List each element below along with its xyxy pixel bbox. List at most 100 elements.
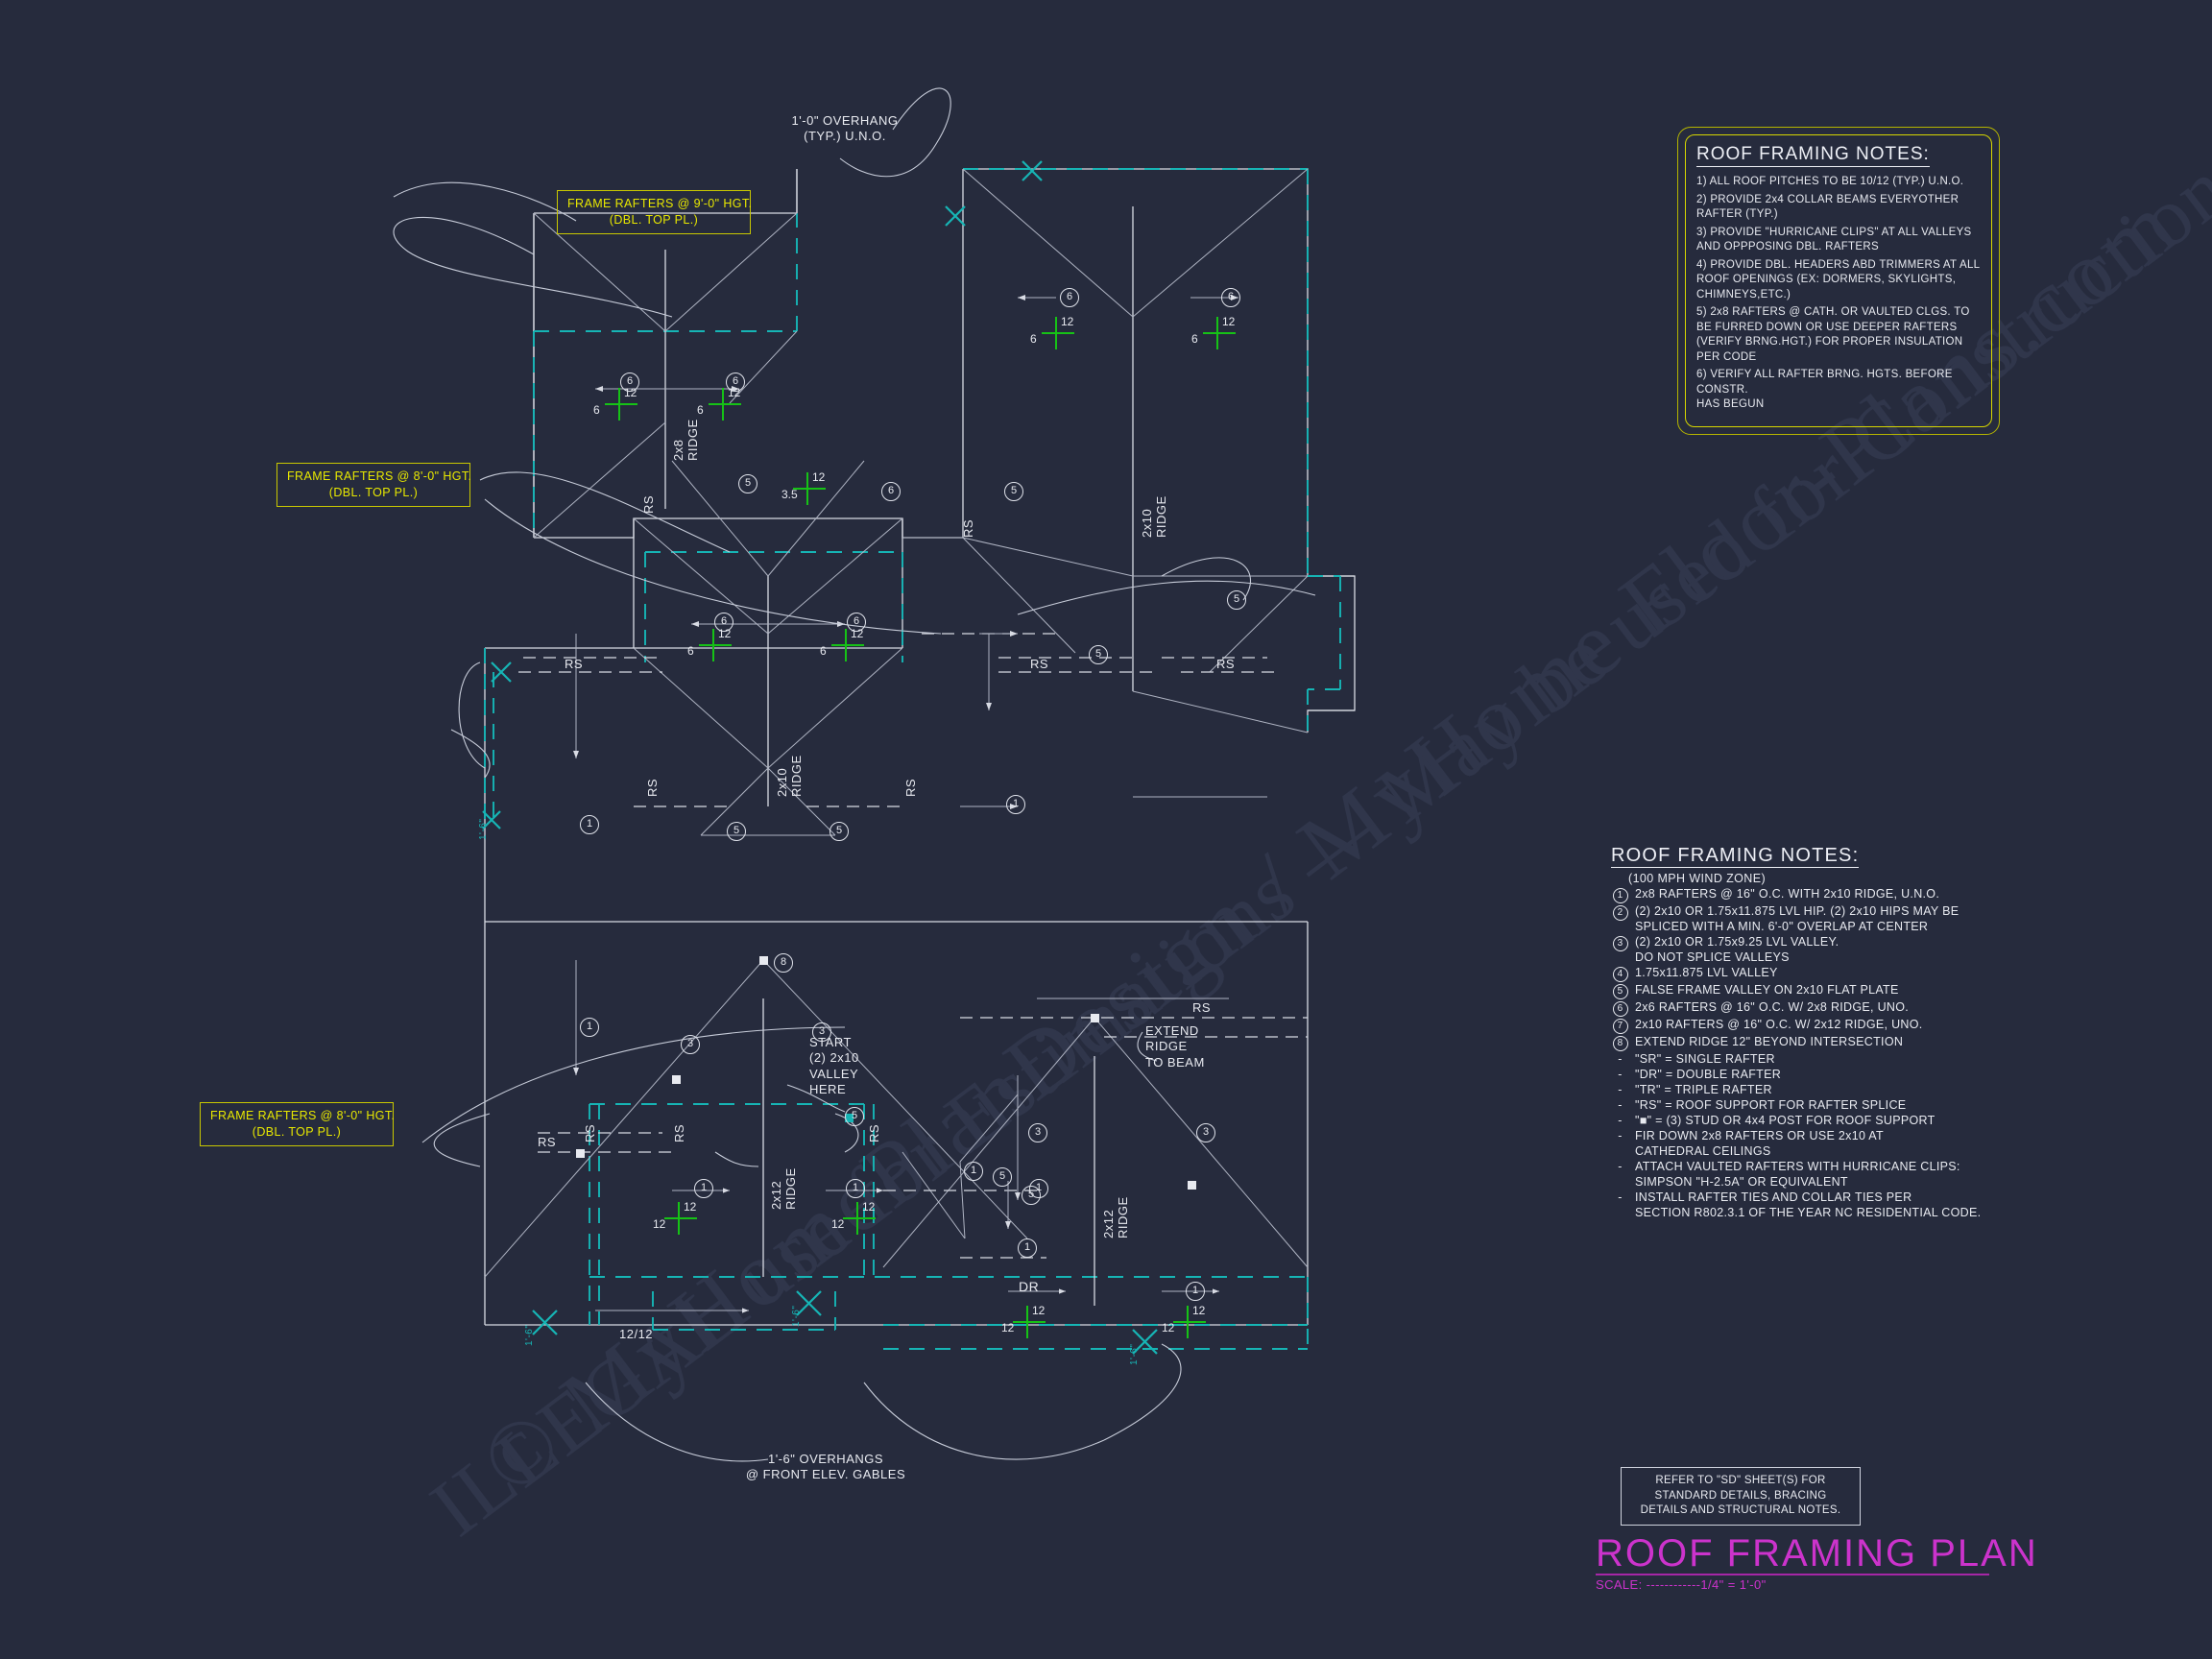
notes-list-subtitle: (100 MPH WIND ZONE) (1628, 872, 1767, 885)
pitch-run-value: 6 (820, 644, 827, 658)
dr-label: DR (1019, 1279, 1040, 1294)
note-circle: 6 (1612, 1001, 1628, 1017)
plan-keynote-marker: 5 (1089, 645, 1108, 664)
title-underline (1596, 1574, 1989, 1575)
note-text: 2x10 RAFTERS @ 16" O.C. W/ 2x12 RIDGE, U… (1635, 1018, 1923, 1031)
note-text: 2x6 RAFTERS @ 16" O.C. W/ 2x8 RIDGE, UNO… (1635, 1000, 1910, 1014)
plan-keynote-marker: 5 (993, 1167, 1012, 1187)
notes-list-dashed: -"SR" = SINGLE RAFTER-"DR" = DOUBLE RAFT… (1611, 1051, 2014, 1220)
note-text: (2) 2x10 OR 1.75x11.875 LVL HIP. (2) 2x1… (1635, 904, 1960, 933)
pitch-horizontal-bar (699, 644, 732, 646)
plan-keynote-marker: 3 (1196, 1123, 1215, 1142)
rafter-direction-arrows (573, 295, 1267, 1313)
hurricane-clip-ticks (482, 160, 1158, 1355)
notes-list-item: 8 EXTEND RIDGE 12" BEYOND INTERSECTION (1611, 1034, 2014, 1051)
plan-keynote-marker: 6 (881, 482, 901, 501)
roof-outline (484, 168, 1356, 1326)
rs-label-1: RS (565, 657, 584, 671)
plan-keynote-marker: 3 (681, 1035, 700, 1054)
note-number-badge: 1 (1611, 886, 1629, 903)
note-number-badge: 4 (1611, 965, 1629, 982)
plan-keynote-marker: 1 (1186, 1282, 1205, 1301)
plan-keynote-marker: 1 (1006, 795, 1025, 814)
pitch-12-12-label: 12/12 (619, 1327, 654, 1341)
notes-list-item: 3(2) 2x10 OR 1.75x9.25 LVL VALLEY. DO NO… (1611, 934, 2014, 965)
legend-dash: - (1618, 1052, 1623, 1066)
rs-label-2: RS (1030, 657, 1049, 671)
pitch-rise-value: 12 (812, 470, 826, 484)
notes-legend-item: -"■" = (3) STUD OR 4x4 POST FOR ROOF SUP… (1611, 1113, 2014, 1128)
legend-text: FIR DOWN 2x8 RAFTERS OR USE 2x10 AT CATH… (1635, 1129, 1884, 1158)
notes-panel-outer-frame (1677, 127, 2000, 435)
callout-frame-rafters-9ft[interactable]: FRAME RAFTERS @ 9'-0" HGT. (DBL. TOP PL.… (557, 190, 752, 234)
note-circle: 3 (1612, 936, 1628, 951)
note-number-badge: 5 (1611, 982, 1629, 999)
notes-legend-item: -"TR" = TRIPLE RAFTER (1611, 1082, 2014, 1097)
rs-label-11: RS (867, 1123, 881, 1142)
notes-list-item: 1 2x8 RAFTERS @ 16" O.C. WITH 2x10 RIDGE,… (1611, 886, 2014, 903)
notes-panel-item: 4) PROVIDE DBL. HEADERS ABD TRIMMERS AT … (1696, 258, 1981, 301)
pitch-run-value: 6 (1191, 332, 1198, 346)
pitch-run-value: 12 (831, 1217, 845, 1231)
note-circle: 8 (1612, 1036, 1628, 1051)
notes-list-numbered: 1 2x8 RAFTERS @ 16" O.C. WITH 2x10 RIDGE,… (1611, 886, 2014, 1051)
legend-dash: - (1618, 1098, 1623, 1112)
rs-label-9: RS (903, 778, 918, 797)
rs-label-8: RS (645, 778, 660, 797)
note-circle: 1 (1612, 888, 1628, 903)
note-number-badge: 7 (1611, 1017, 1629, 1034)
plan-keynote-marker: 8 (774, 953, 793, 973)
legend-dash: - (1618, 1160, 1623, 1173)
rs-label-7: RS (961, 518, 975, 538)
note-text: EXTEND RIDGE 12" BEYOND INTERSECTION (1635, 1035, 1904, 1048)
note-number-badge: 2 (1611, 903, 1629, 934)
start-valley-label: START (2) 2x10 VALLEY HERE (809, 1035, 859, 1096)
legend-dash: - (1618, 1129, 1623, 1142)
ridge-label-2x8: 2x8 RIDGE (671, 419, 700, 461)
plan-keynote-marker: 1 (580, 815, 599, 834)
notes-panel-title: ROOF FRAMING NOTES: (1696, 144, 1930, 167)
guide-dashed-lines (523, 633, 1308, 1259)
note-circle: 5 (1612, 984, 1628, 999)
overhang-tick-3: 1'-6" (1129, 1343, 1140, 1365)
plan-keynote-marker: 1 (694, 1179, 713, 1198)
plan-keynote-marker: 5 (830, 822, 849, 841)
notes-list-item: 6 2x6 RAFTERS @ 16" O.C. W/ 2x8 RIDGE, UN… (1611, 999, 2014, 1017)
plan-keynote-marker: 5 (845, 1107, 864, 1126)
pitch-run-value: 6 (687, 644, 694, 658)
pitch-rise-value: 12 (684, 1200, 697, 1214)
ridge-label-2x10-mid: 2x10 RIDGE (775, 755, 804, 797)
overhang-top-label: 1'-0" OVERHANG (TYP.) U.N.O. (791, 113, 899, 144)
rs-label-12: RS (583, 1123, 597, 1142)
rs-label-5: RS (1192, 1000, 1212, 1015)
plan-keynote-marker: 5 (727, 822, 746, 841)
legend-dash: - (1618, 1114, 1623, 1127)
note-text: 2x8 RAFTERS @ 16" O.C. WITH 2x10 RIDGE, … (1635, 887, 1940, 901)
plan-keynote-marker: 1 (1029, 1179, 1048, 1198)
ridge-lines (664, 206, 1134, 1306)
pitch-horizontal-bar (1203, 332, 1236, 334)
rs-label-10: RS (672, 1123, 686, 1142)
pitch-horizontal-bar (605, 403, 637, 405)
plan-keynote-marker: 1 (580, 1018, 599, 1037)
legend-text: ATTACH VAULTED RAFTERS WITH HURRICANE CL… (1635, 1160, 1960, 1189)
pitch-horizontal-bar (664, 1217, 697, 1219)
plan-keynote-marker: 6 (847, 613, 866, 632)
pitch-horizontal-bar (843, 1217, 876, 1219)
ridge-label-2x10-right: 2x10 RIDGE (1140, 495, 1168, 538)
callout-frame-rafters-8ft-b[interactable]: FRAME RAFTERS @ 8'-0" HGT. (DBL. TOP PL.… (200, 1102, 395, 1146)
notes-list-item: 4 1.75x11.875 LVL VALLEY (1611, 965, 2014, 982)
notes-legend-item: -"SR" = SINGLE RAFTER (1611, 1051, 2014, 1067)
pitch-run-value: 12 (653, 1217, 666, 1231)
roof-support-marks (518, 671, 1308, 1153)
legend-text: "DR" = DOUBLE RAFTER (1635, 1068, 1782, 1081)
overhang-tick-1: 1'-6" (524, 1324, 535, 1346)
plan-keynote-marker: 5 (738, 474, 757, 493)
plan-keynote-marker: 6 (714, 613, 733, 632)
extend-ridge-label: EXTEND RIDGE TO BEAM (1145, 1023, 1205, 1070)
note-text: 1.75x11.875 LVL VALLEY (1635, 966, 1778, 979)
callout-frame-rafters-8ft-a[interactable]: FRAME RAFTERS @ 8'-0" HGT. (DBL. TOP PL.… (276, 463, 471, 507)
pitch-rise-value: 12 (862, 1200, 876, 1214)
